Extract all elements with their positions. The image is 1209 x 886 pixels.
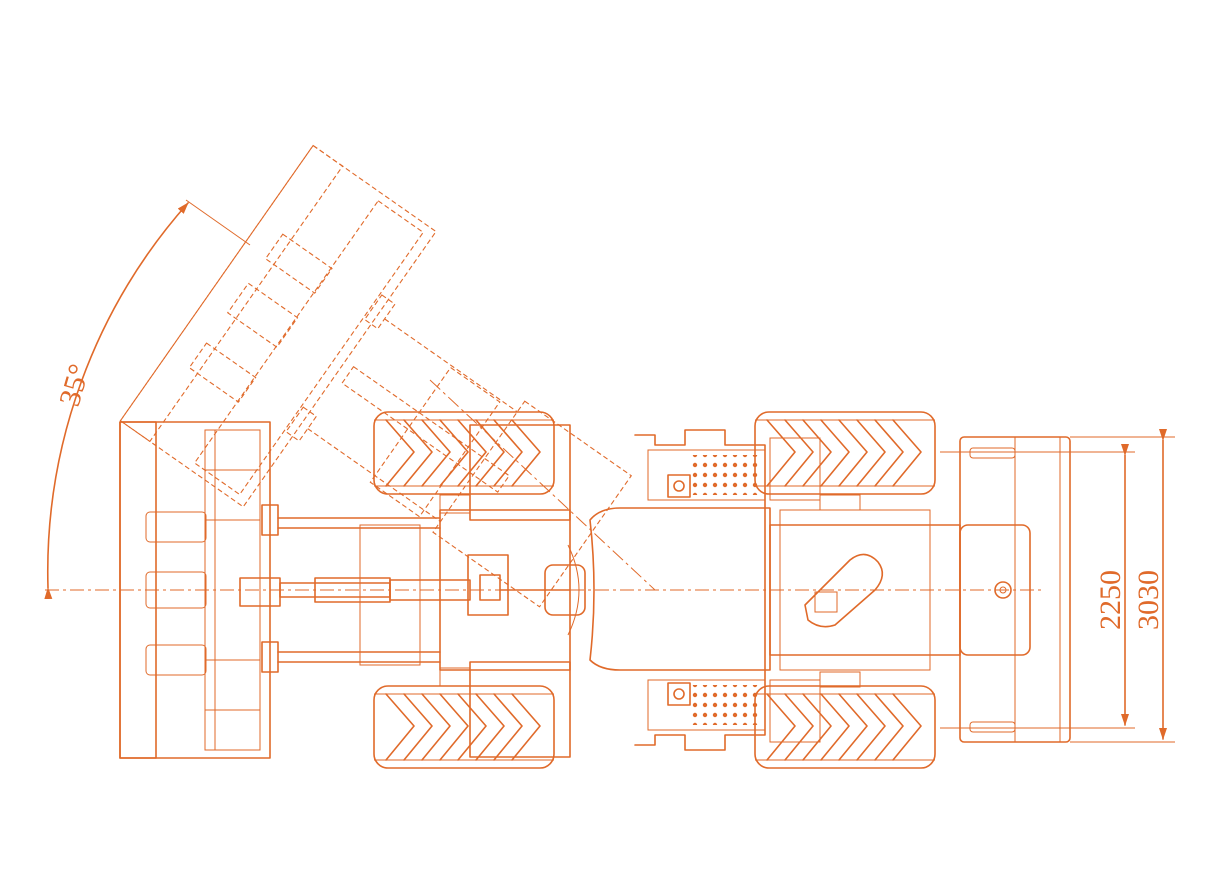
rear-frame bbox=[634, 429, 1031, 751]
counterweight bbox=[959, 436, 1071, 743]
rear-wheels bbox=[754, 411, 936, 769]
track-width-dimension: 2250 bbox=[1094, 570, 1127, 630]
overall-width-dimension: 3030 bbox=[1132, 570, 1165, 630]
angle-label: 35° bbox=[53, 360, 96, 409]
articulation-joint bbox=[429, 379, 771, 671]
articulation-angle-arc bbox=[44, 202, 189, 600]
articulated-front-assembly bbox=[119, 144, 633, 608]
dimension-lines bbox=[940, 429, 1175, 743]
